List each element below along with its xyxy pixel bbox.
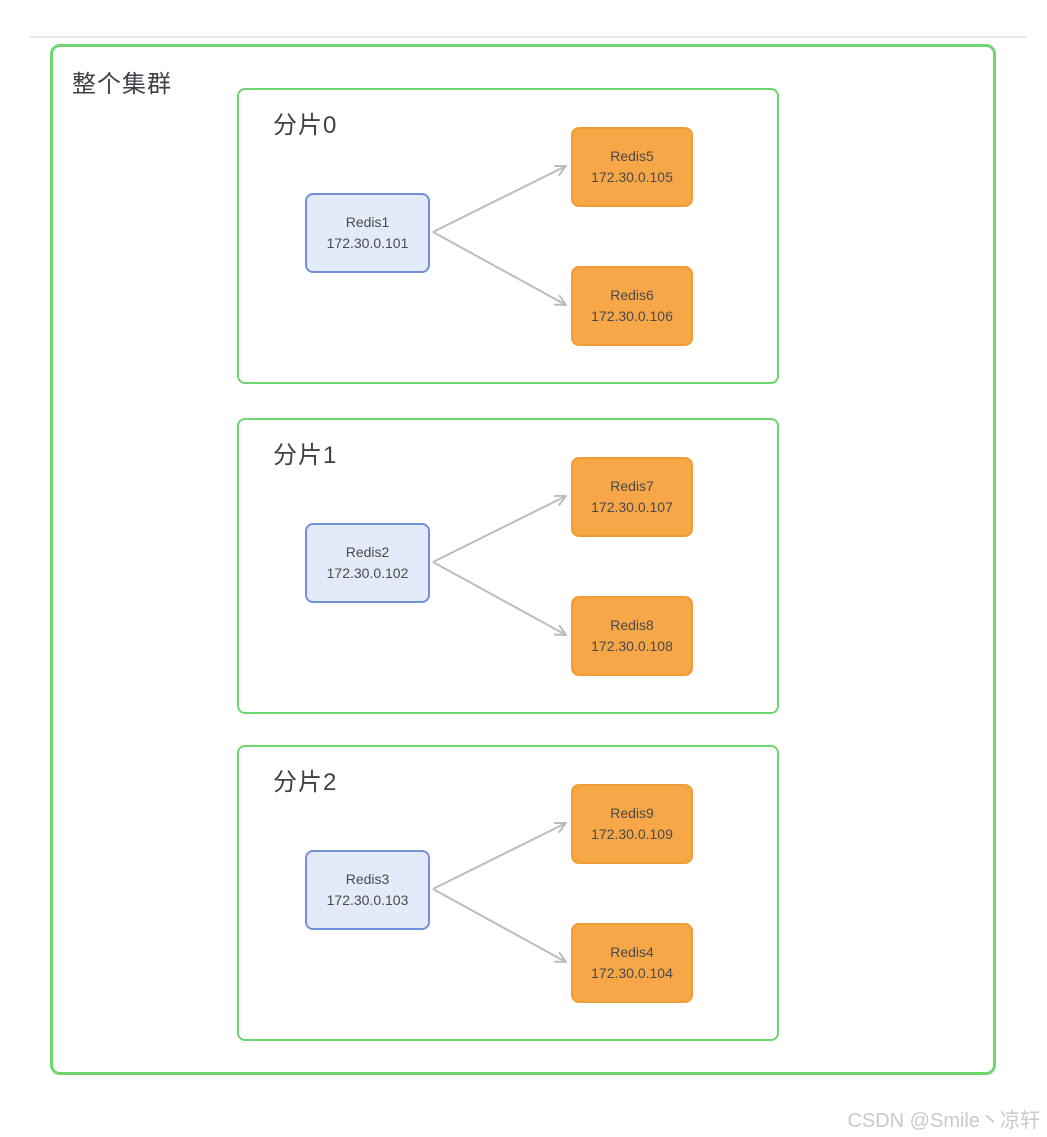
- node-name: Redis9: [610, 805, 654, 821]
- cluster-box: 整个集群 分片0 Redis1 172.30.0.101 Redis5 172.…: [50, 44, 996, 1075]
- replica-node: Redis9 172.30.0.109: [571, 784, 693, 864]
- top-divider: [30, 36, 1027, 38]
- node-name: Redis3: [345, 871, 390, 887]
- replica-node: Redis5 172.30.0.105: [571, 127, 693, 207]
- node-ip: 172.30.0.102: [326, 565, 409, 581]
- node-ip: 172.30.0.103: [326, 892, 409, 908]
- shard-box-0: 分片0 Redis1 172.30.0.101 Redis5 172.30.0.…: [237, 88, 779, 384]
- node-ip: 172.30.0.105: [591, 169, 673, 185]
- master-node: Redis1 172.30.0.101: [305, 193, 430, 273]
- replication-arrow: [432, 494, 567, 563]
- node-name: Redis1: [345, 214, 390, 230]
- replica-node: Redis6 172.30.0.106: [571, 266, 693, 346]
- node-name: Redis7: [610, 478, 654, 494]
- cluster-label: 整个集群: [72, 71, 172, 98]
- node-name: Redis4: [610, 944, 654, 960]
- node-ip: 172.30.0.109: [591, 826, 673, 842]
- replication-arrow: [432, 888, 567, 963]
- csdn-watermark: CSDN @Smile丶凉轩: [847, 1110, 1040, 1132]
- replication-arrow: [432, 164, 567, 233]
- shard-label: 分片0: [273, 112, 338, 139]
- replica-node: Redis4 172.30.0.104: [571, 923, 693, 1003]
- node-name: Redis8: [610, 617, 654, 633]
- replica-node: Redis8 172.30.0.108: [571, 596, 693, 676]
- node-name: Redis2: [345, 544, 390, 560]
- node-ip: 172.30.0.108: [591, 638, 673, 654]
- shard-box-2: 分片2 Redis3 172.30.0.103 Redis9 172.30.0.…: [237, 745, 779, 1041]
- shard-label: 分片1: [273, 442, 338, 469]
- master-node: Redis2 172.30.0.102: [305, 523, 430, 603]
- node-ip: 172.30.0.107: [591, 499, 673, 515]
- node-name: Redis6: [610, 287, 654, 303]
- node-ip: 172.30.0.101: [326, 235, 409, 251]
- shard-box-1: 分片1 Redis2 172.30.0.102 Redis7 172.30.0.…: [237, 418, 779, 714]
- node-ip: 172.30.0.106: [591, 308, 673, 324]
- replication-arrow: [432, 231, 567, 306]
- shard-label: 分片2: [273, 769, 338, 796]
- replication-arrow: [432, 561, 567, 636]
- master-node: Redis3 172.30.0.103: [305, 850, 430, 930]
- node-name: Redis5: [610, 148, 654, 164]
- node-ip: 172.30.0.104: [591, 965, 673, 981]
- replica-node: Redis7 172.30.0.107: [571, 457, 693, 537]
- replication-arrow: [432, 821, 567, 890]
